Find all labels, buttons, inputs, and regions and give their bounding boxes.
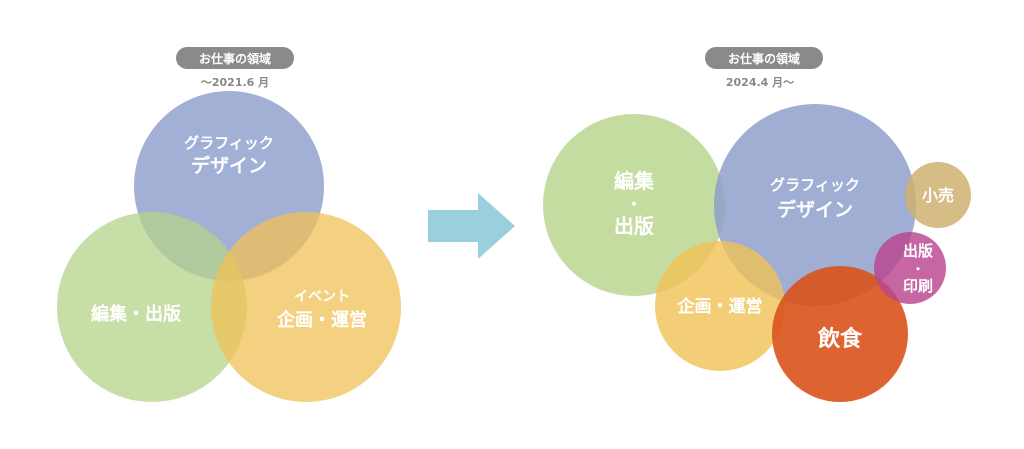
circle-editing-publishing [543,114,725,296]
badge-before-text: お仕事の領域 [199,51,271,66]
label-event-2: 企画・運営 [276,309,367,331]
badge-after [705,47,823,69]
label-planning: 企画・運営 [677,296,763,317]
label-event-1: イベント [294,289,350,305]
label-food: 飲食 [817,326,863,352]
after-diagram: お仕事の領域 2024.4 月～ 編集 ・ 出版 グラフィック デザイン 小売 … [543,47,971,402]
label-editing-2: ・ [626,195,642,214]
circle-retail [905,162,971,228]
badge-after-text: お仕事の領域 [728,51,800,66]
label-graphic-2: デザイン [191,154,267,177]
circle-printing [874,232,946,304]
label-graphic-1: グラフィック [770,176,860,194]
before-diagram: お仕事の領域 ～2021.6 月 グラフィック デザイン 編集・出版 イベント … [57,47,401,402]
label-graphic-2: デザイン [777,198,853,221]
arrow-right-icon [428,193,515,259]
label-editing-1: 編集 [614,169,655,193]
label-printing-3: 印刷 [903,277,933,295]
period-after: 2024.4 月～ [726,76,794,89]
label-printing-2: ・ [912,262,924,276]
circle-planning [655,241,785,371]
label-editing-3: 出版 [614,214,654,238]
label-retail: 小売 [922,186,954,205]
circle-event-planning [211,212,401,402]
circle-food [772,266,908,402]
circle-editing-publishing [57,212,247,402]
period-before: ～2021.6 月 [201,76,269,89]
label-graphic-1: グラフィック [184,134,274,152]
label-printing-1: 出版 [903,242,933,260]
label-editing: 編集・出版 [91,303,181,325]
circle-graphic-design [714,104,916,306]
badge-before [176,47,294,69]
